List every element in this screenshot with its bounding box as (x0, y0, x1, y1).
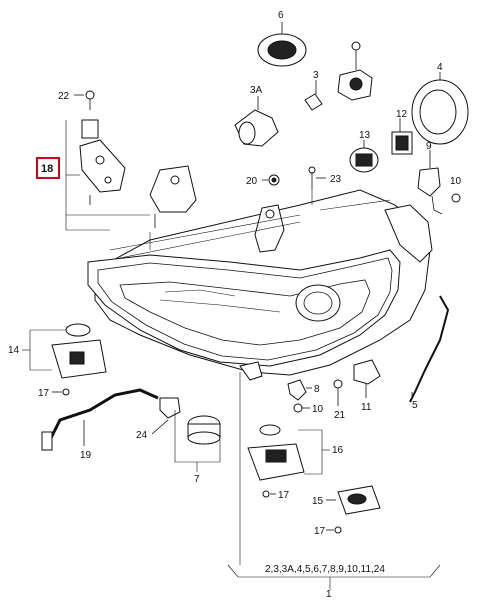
part-3a-bulb: 3A (234, 85, 279, 147)
part-3-bulb: 3 (304, 41, 373, 111)
callout-group: 2,3,3A,4,5,6,7,8,9,10,11,24 (265, 564, 385, 575)
part-20-washer: 20 (246, 174, 280, 187)
callout-15: 15 (312, 496, 324, 507)
center-mount-bracket (149, 165, 197, 228)
callout-12: 12 (396, 109, 408, 120)
headlight-housing (87, 189, 433, 381)
callout-8: 8 (314, 384, 320, 395)
callout-24: 24 (136, 430, 148, 441)
callout-19: 19 (80, 450, 92, 461)
callout-18: 18 (41, 163, 53, 175)
part-21-screw: 21 (333, 379, 346, 421)
callout-10-top: 10 (450, 176, 462, 187)
part-15-igniter: 15 17 (312, 485, 381, 537)
callout-17-bottom: 17 (314, 526, 326, 537)
callout-17-left: 17 (38, 388, 50, 399)
callout-3: 3 (313, 70, 319, 81)
part-23-screw: 23 (308, 166, 342, 190)
callout-16: 16 (332, 445, 344, 456)
callout-13: 13 (359, 130, 371, 141)
part-16-control-unit: 16 17 (247, 424, 344, 501)
part-12-xenon-bulb: 12 (391, 109, 413, 155)
part-14-control-unit: 14 17 (8, 323, 107, 399)
callout-6: 6 (278, 10, 284, 21)
part-22-bolt: 22 (58, 90, 95, 110)
callout-22: 22 (58, 91, 70, 102)
callout-21: 21 (334, 410, 346, 421)
callout-4: 4 (437, 62, 443, 73)
part-9-side-bulb: 9 10 (417, 141, 462, 215)
group-leader: 2,3,3A,4,5,6,7,8,9,10,11,24 1 (227, 372, 441, 600)
part-4-ring-cover: 4 (411, 62, 469, 145)
callout-7: 7 (194, 474, 200, 485)
callout-1: 1 (326, 589, 332, 600)
callout-3a: 3A (250, 85, 263, 96)
callout-23: 23 (330, 174, 342, 185)
callout-5: 5 (412, 400, 418, 411)
callout-10-bottom: 10 (312, 404, 324, 415)
highlight-box-18 (36, 157, 60, 179)
callout-14: 14 (8, 345, 20, 356)
part-7-grommet: 7 (174, 410, 221, 485)
part-13-socket: 13 (349, 130, 379, 173)
callout-11: 11 (361, 402, 372, 413)
part-8-elbow: 8 10 (287, 379, 324, 415)
callout-20: 20 (246, 176, 258, 187)
part-18-bracket: 18 (36, 119, 150, 231)
part-19-cable: 19 (41, 388, 159, 461)
part-11-bracket: 11 (353, 359, 381, 413)
callout-9: 9 (426, 141, 432, 152)
part-24-clip: 24 (136, 397, 181, 441)
part-5-cable: 5 (409, 295, 450, 411)
callout-17-mid: 17 (278, 490, 290, 501)
part-6-cover-cap: 6 (257, 10, 307, 67)
